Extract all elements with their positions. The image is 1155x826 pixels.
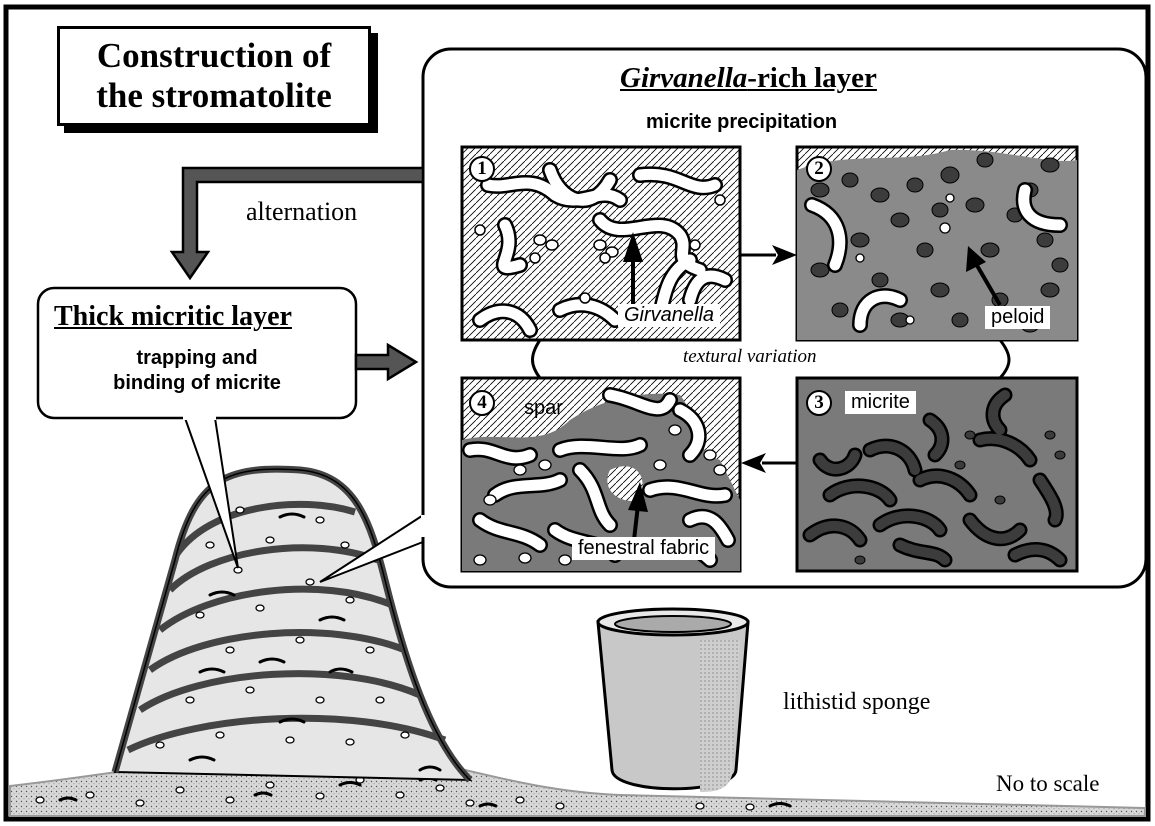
panel-arrows	[740, 245, 797, 473]
thick-layer-desc: trapping and binding of micrite	[92, 346, 302, 396]
thick-to-girvanella-arrow	[354, 342, 419, 382]
thick-layer-title: Thick micritic layer	[54, 301, 292, 332]
girvanella-layer-title-rest: -rich layer	[747, 62, 877, 94]
panel-4-number: 4	[469, 390, 495, 416]
panel-1-number: 1	[469, 156, 495, 182]
girvanella-layer-title-italic: Girvanella	[620, 62, 748, 94]
panel-3-number: 3	[806, 390, 832, 416]
panel-2-number: 2	[806, 156, 832, 182]
stromatolite-mound	[111, 465, 473, 783]
panel-4-label: spar	[524, 397, 563, 419]
panel-3-label: micrite	[845, 391, 916, 414]
girvanella-layer-title: Girvanella-rich layer	[620, 62, 877, 95]
thick-layer-desc-line-1: trapping and	[136, 347, 258, 369]
thick-layer-desc-line-2: binding of micrite	[113, 372, 281, 394]
lithistid-sponge	[596, 607, 750, 792]
panel-3	[795, 376, 1079, 573]
title-line-1: Construction of	[96, 36, 332, 75]
diagram-title: Construction of the stromatolite	[57, 26, 371, 126]
panel-2-label: peloid	[985, 306, 1051, 329]
textural-variation-label: textural variation	[683, 346, 817, 367]
label-arrows	[623, 232, 1002, 541]
sponge-label: lithistid sponge	[783, 689, 931, 715]
panel-4-label-2: fenestral fabric	[572, 537, 716, 560]
textural-variation-loop	[531, 339, 1011, 380]
alternation-label: alternation	[246, 197, 358, 226]
alternation-arrow	[169, 166, 425, 281]
panel-1-label: Girvanella	[618, 304, 721, 327]
scale-note: No to scale	[996, 771, 1100, 796]
title-line-2: the stromatolite	[96, 76, 332, 115]
callout-pointers	[184, 417, 429, 583]
girvanella-layer-subtitle: micrite precipitation	[646, 111, 838, 133]
